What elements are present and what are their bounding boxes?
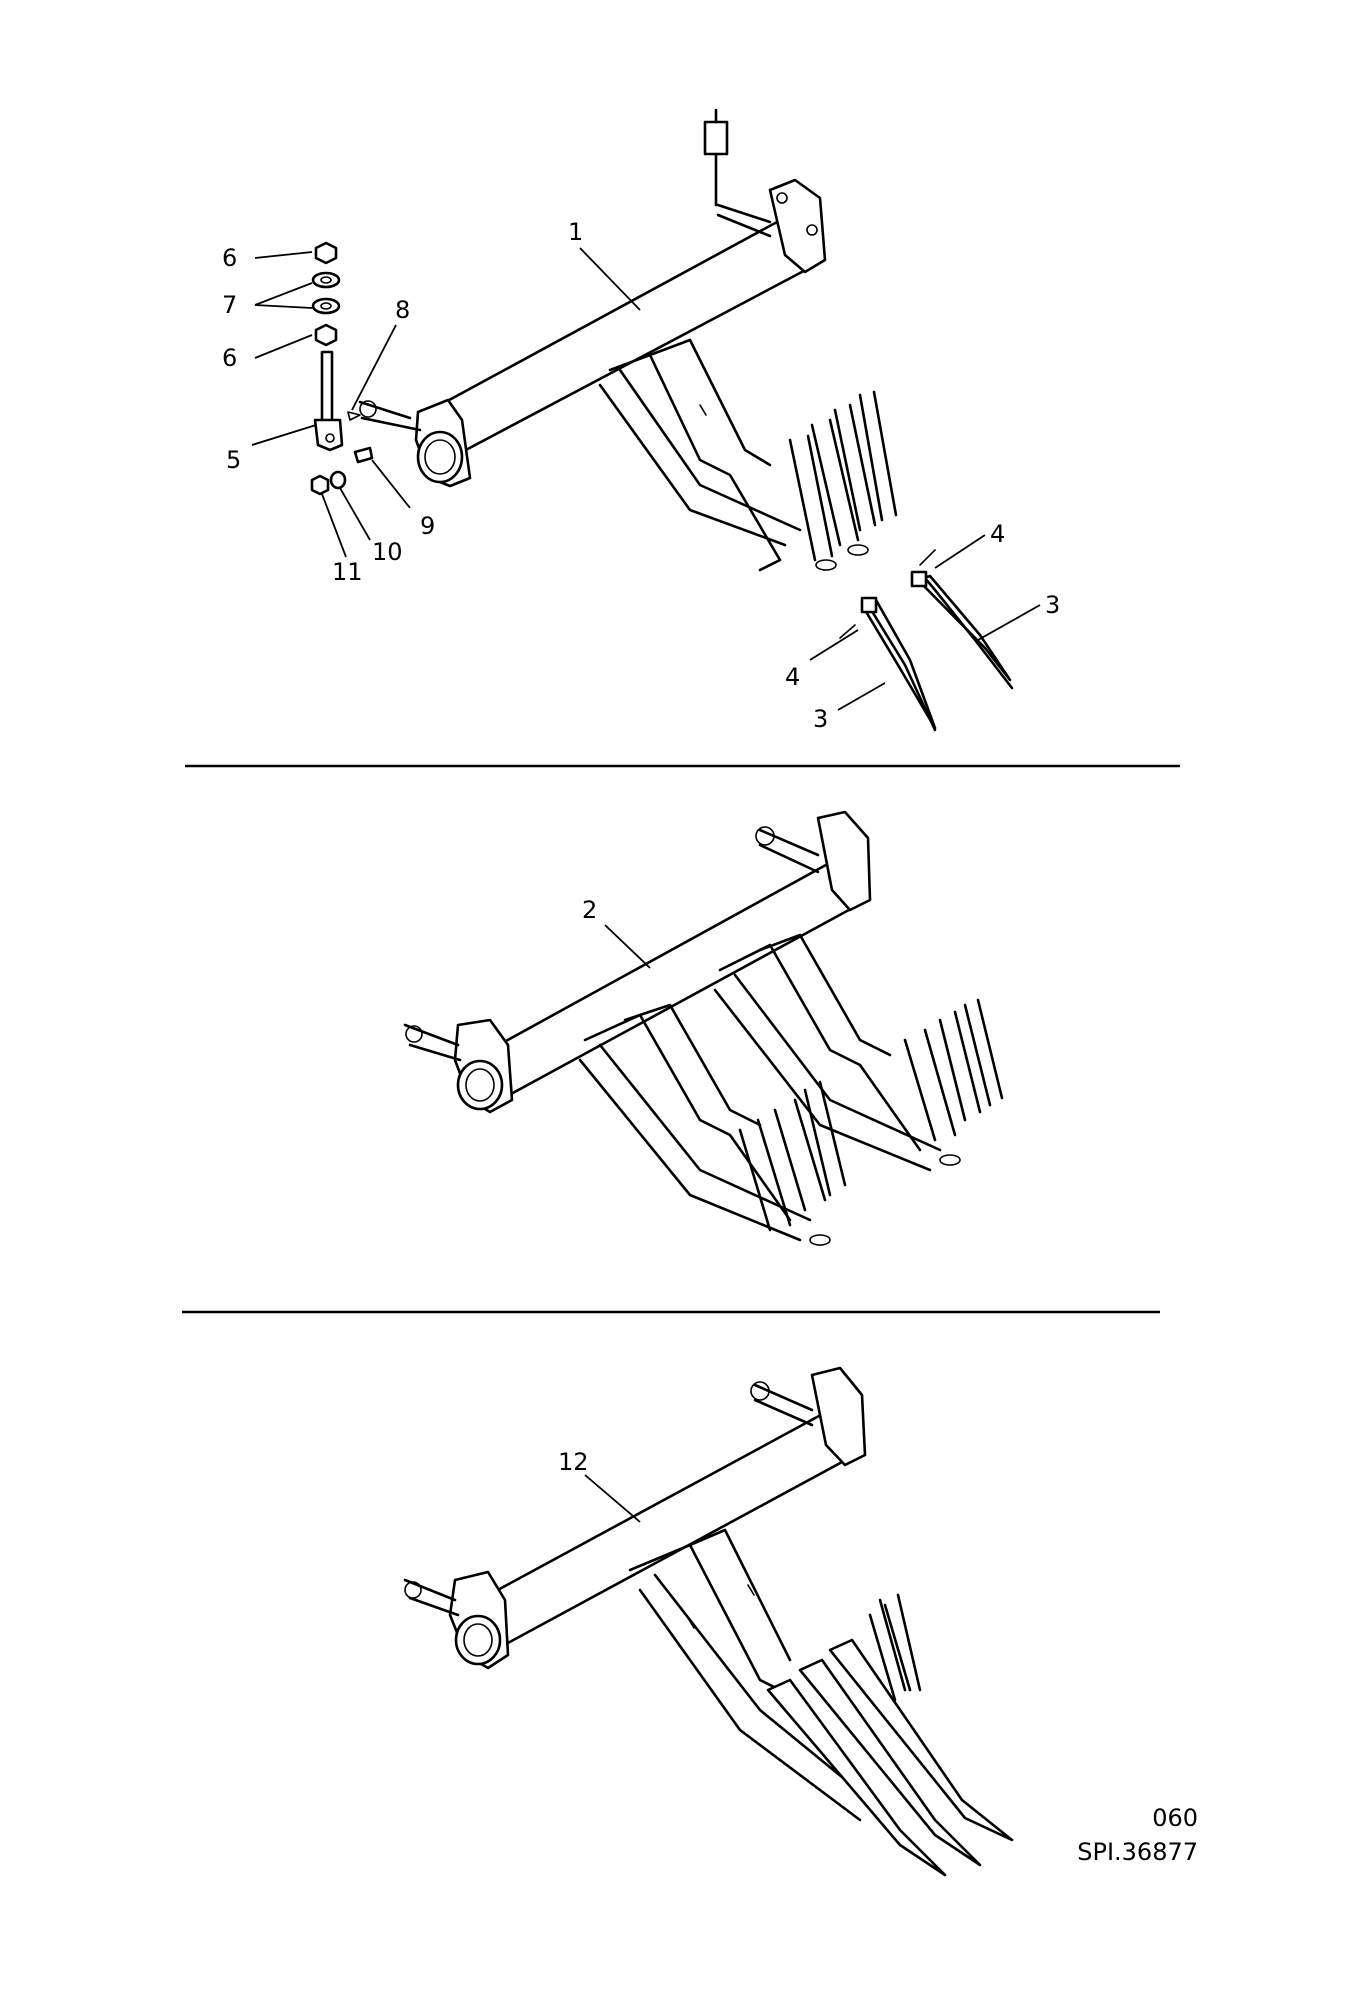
assembly-middle: 2 bbox=[403, 810, 1004, 1246]
assembly-bottom: 12 bbox=[403, 1366, 1014, 1877]
washer-icon-upper bbox=[311, 271, 341, 289]
nut-icon-top bbox=[314, 241, 338, 265]
washer-small-icon bbox=[329, 470, 347, 490]
callout-nut-top: 6 bbox=[222, 244, 237, 272]
end-plate-right-bottom bbox=[750, 1366, 867, 1467]
callout-tine-lower: 3 bbox=[813, 705, 828, 733]
frame-tube-middle bbox=[473, 856, 865, 1102]
bolt-icon bbox=[353, 446, 374, 464]
callout-bracket: 5 bbox=[226, 446, 241, 474]
callout-nut-lower: 6 bbox=[222, 344, 237, 372]
tine-left-top bbox=[860, 596, 937, 732]
nut-icon-lower bbox=[314, 323, 338, 347]
clip-icon bbox=[347, 411, 361, 421]
washer-icon-lower bbox=[311, 297, 341, 315]
callout-clip: 8 bbox=[395, 296, 410, 324]
pin-right-top bbox=[919, 549, 936, 566]
callout-frame-bottom: 12 bbox=[558, 1448, 589, 1476]
assembly-top: 1 6 7 6 8 5 9 10 11 4 3 4 3 bbox=[222, 108, 1060, 733]
pin-left-top bbox=[839, 624, 856, 639]
callout-tine: 3 bbox=[1045, 591, 1060, 619]
frame-tube-top bbox=[438, 213, 820, 454]
end-plate-left-bottom bbox=[403, 1570, 510, 1670]
callout-washers: 7 bbox=[222, 291, 237, 319]
reference-code: SPI.36877 bbox=[1077, 1838, 1198, 1866]
callout-pin-left: 4 bbox=[785, 663, 800, 691]
callout-frame-top: 1 bbox=[568, 218, 583, 246]
leader-frame-middle bbox=[604, 924, 651, 969]
callout-frame-middle: 2 bbox=[582, 896, 597, 924]
leaders-top bbox=[251, 247, 1041, 711]
frame-tube-bottom bbox=[468, 1406, 861, 1652]
hardware-stack bbox=[310, 241, 374, 496]
tine-arms-middle-right bbox=[713, 933, 1004, 1172]
end-plate-right-top bbox=[703, 108, 827, 274]
tine-arms-middle-left bbox=[578, 1003, 847, 1246]
nut-small-icon bbox=[310, 474, 330, 496]
end-plate-right-middle bbox=[755, 810, 872, 912]
tines-bottom bbox=[766, 1593, 1014, 1877]
leader-frame-bottom bbox=[584, 1474, 641, 1523]
end-plate-left-top bbox=[358, 398, 472, 488]
tine-right-top bbox=[910, 570, 1014, 690]
callout-washer-small: 10 bbox=[372, 538, 403, 566]
reference-page: 060 bbox=[1152, 1804, 1198, 1832]
callout-nut-small: 11 bbox=[332, 558, 363, 586]
end-plate-left-middle bbox=[403, 1018, 514, 1114]
bracket-rod bbox=[320, 350, 334, 424]
tine-arms-top bbox=[598, 338, 802, 572]
tine-sockets-top bbox=[788, 390, 898, 571]
callout-bolt: 9 bbox=[420, 512, 435, 540]
callout-pin-right: 4 bbox=[990, 520, 1005, 548]
